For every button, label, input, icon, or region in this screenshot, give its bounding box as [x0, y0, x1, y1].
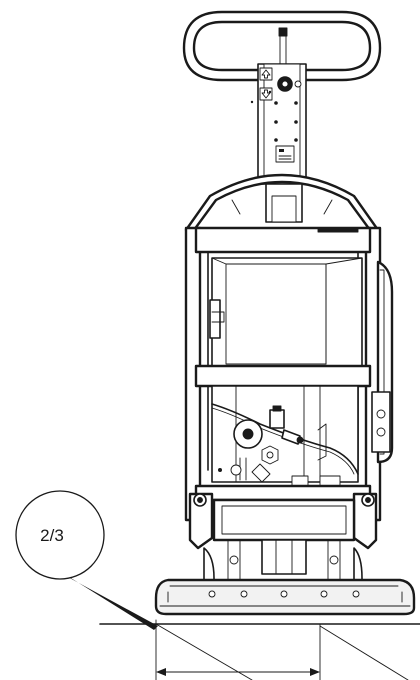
- up-arrow-icon: [259, 67, 273, 81]
- dimension-arrow-left: [156, 668, 166, 676]
- handle-assembly: [182, 10, 382, 185]
- down-arrow-icon: [259, 87, 273, 101]
- dimension-arrow-right: [310, 668, 320, 676]
- hood-assembly: [184, 173, 380, 232]
- lower-cross-bar: [194, 484, 372, 502]
- callout-pointer: [58, 570, 158, 630]
- callout: 2/3: [15, 490, 158, 630]
- frame-middle-bar: [194, 364, 372, 388]
- lower-mechanism: [211, 385, 359, 487]
- cable-fitting: [281, 429, 301, 445]
- dimension-annotation: [99, 619, 420, 680]
- callout-circle: [15, 490, 105, 580]
- right-cylinder: [371, 391, 391, 453]
- lower-frame: [188, 484, 378, 583]
- main-frame: [184, 226, 394, 522]
- drive-shaft: [261, 539, 307, 575]
- label-plate: [275, 145, 295, 163]
- callout-label: 2/3: [40, 526, 64, 545]
- control-rod-tip: [278, 27, 288, 37]
- base-plate: [154, 578, 416, 616]
- left-foot-bracket: [188, 492, 214, 550]
- angle-line-right: [319, 625, 409, 680]
- angle-line-lower: [155, 623, 253, 680]
- left-latch: [209, 299, 221, 339]
